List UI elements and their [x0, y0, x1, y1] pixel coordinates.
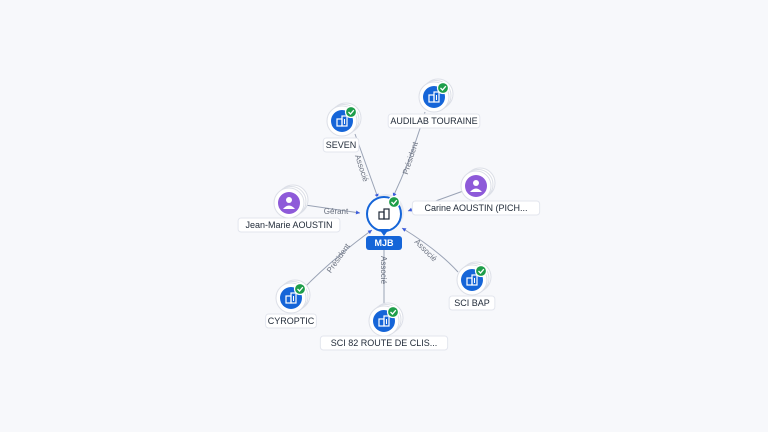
edge-line — [304, 204, 361, 214]
edge-label: Associé — [379, 256, 388, 285]
node-audilab[interactable]: AUDILAB TOURAINE — [387, 78, 481, 129]
check-badge-icon — [293, 282, 307, 296]
node-label: Jean-Marie AOUSTIN — [237, 217, 341, 233]
svg-text:SEVEN: SEVEN — [326, 140, 357, 150]
node-label: SCI BAP — [448, 295, 496, 311]
node-label: Carine AOUSTIN (PICH... — [411, 200, 541, 216]
building-icon — [285, 292, 297, 304]
edge-jeanmarie: Gérant — [304, 204, 361, 216]
building-icon — [336, 115, 348, 127]
node-cyroptic[interactable]: CYROPTIC — [265, 279, 317, 329]
check-badge-icon — [436, 81, 450, 95]
node-label: SEVEN — [322, 137, 360, 153]
edge-label: Président — [325, 241, 352, 274]
edge-label: Président — [401, 140, 420, 176]
person-icon — [283, 197, 295, 209]
node-seven[interactable]: SEVEN — [322, 102, 362, 153]
node-carine[interactable]: Carine AOUSTIN (PICH... — [411, 167, 541, 216]
svg-text:SCI 82 ROUTE DE CLIS...: SCI 82 ROUTE DE CLIS... — [331, 338, 438, 348]
center-label-badge: MJB — [366, 236, 402, 250]
building-icon — [466, 274, 478, 286]
check-badge-icon — [386, 305, 400, 319]
person-icon — [470, 180, 482, 192]
svg-text:Carine AOUSTIN (PICH...: Carine AOUSTIN (PICH... — [424, 203, 527, 213]
building-icon — [428, 91, 440, 103]
node-label: AUDILAB TOURAINE — [387, 113, 481, 129]
edge-line — [401, 227, 459, 273]
svg-text:AUDILAB TOURAINE: AUDILAB TOURAINE — [390, 116, 477, 126]
node-sci82[interactable]: SCI 82 ROUTE DE CLIS... — [319, 302, 449, 351]
edge-arrow — [355, 210, 360, 215]
edge-label: Gérant — [324, 207, 349, 216]
building-icon — [378, 208, 390, 220]
svg-text:SCI BAP: SCI BAP — [454, 298, 490, 308]
edge-arrow — [408, 207, 413, 212]
building-icon — [378, 315, 390, 327]
check-badge-icon — [474, 264, 488, 278]
svg-text:CYROPTIC: CYROPTIC — [268, 316, 315, 326]
svg-text:Jean-Marie AOUSTIN: Jean-Marie AOUSTIN — [245, 220, 332, 230]
edge-scibap: Associé — [401, 227, 459, 273]
check-badge-icon — [387, 195, 401, 209]
check-badge-icon — [344, 105, 358, 119]
edge-arrow — [367, 230, 372, 234]
edge-cyroptic: Président — [301, 229, 373, 291]
center-label: MJB — [374, 238, 394, 248]
edge-line — [301, 229, 373, 291]
node-scibap[interactable]: SCI BAP — [448, 261, 496, 311]
node-jeanmarie[interactable]: Jean-Marie AOUSTIN — [237, 184, 341, 233]
edge-arrow — [402, 228, 407, 232]
node-label: SCI 82 ROUTE DE CLIS... — [319, 335, 449, 351]
nodes-layer: SEVEN AUDILAB TOURAINE Carine AOUSTIN (PIC… — [237, 78, 541, 351]
node-label: CYROPTIC — [265, 313, 317, 329]
center-node[interactable]: MJB — [366, 194, 404, 250]
